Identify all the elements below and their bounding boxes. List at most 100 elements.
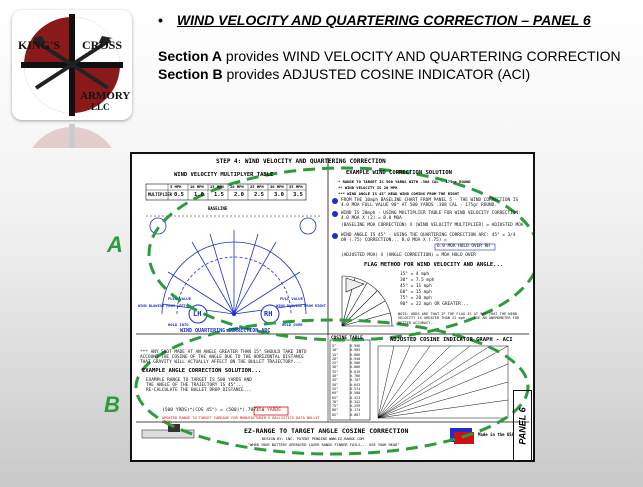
full-value-left: FULL VALUE xyxy=(168,296,191,301)
cosine-row: 80°0.174 xyxy=(332,408,368,412)
cosine-value: 0.906 xyxy=(350,361,361,366)
mult-h6: 30 MPH xyxy=(270,184,284,189)
kings-cross-armory-logo: KING'S CROSS ARMORY LLC xyxy=(12,10,132,120)
cosine-angle: 35° xyxy=(332,369,339,374)
cosine-value: 0.866 xyxy=(350,365,361,370)
cosine-angle: 55° xyxy=(332,386,339,391)
step-3-text: WIND ANGLE IS 45° - USING THE QUARTERING… xyxy=(341,233,516,244)
footer-title: EZ-RANGE TO TARGET ANGLE COSINE CORRECTI… xyxy=(244,427,409,435)
cosine-row: 75°0.259 xyxy=(332,404,368,408)
logo-text-top: KING'S xyxy=(18,38,61,52)
footer-credit: DESIGN BY: INC. PATENT PENDING WWW.EZ-RA… xyxy=(262,437,364,441)
cosine-value: 0.574 xyxy=(350,386,361,391)
angle-updated: UPDATED RANGE TO TARGET YARDAGE FOR MANU… xyxy=(162,416,320,425)
angle-example-1: EXAMPLE RANGE TO TARGET IS 500 YARDS AND xyxy=(146,378,252,383)
cosine-angle: 15° xyxy=(332,352,339,357)
cosine-angle: 40° xyxy=(332,374,339,379)
cosine-angle: 60° xyxy=(332,391,339,396)
mult-v6: 3.0 xyxy=(274,192,284,198)
cosine-row: 25° 0.906 xyxy=(332,361,368,365)
cosine-row: 45° 0.707 xyxy=(332,378,368,382)
mult-h2: 10 MPH xyxy=(190,184,204,189)
panel-side-label: PANEL 6 xyxy=(513,390,532,462)
flag-row-5: 75° = 20 mph xyxy=(400,296,432,301)
cosine-table-title: COSINE TABLE xyxy=(331,336,363,341)
mult-v2: 1.0 xyxy=(194,192,204,198)
cosine-value: 0.940 xyxy=(350,356,361,361)
cosine-value: 0.985 xyxy=(350,348,361,353)
mult-v3: 1.5 xyxy=(214,192,224,198)
flag-row-4: 60° = 15 mph xyxy=(400,290,432,295)
cosine-value: 0.087 xyxy=(350,412,361,417)
mult-v4: 2.0 xyxy=(234,192,244,198)
hold-into: HOLD INTO xyxy=(168,322,189,327)
angle-formula: (500 YRDS)*(COS 45°) = (500)*(.707) = xyxy=(162,408,265,413)
mult-v5: 2.5 xyxy=(254,192,264,198)
flag-row-2: 30° = 7.5 mph xyxy=(400,278,435,283)
panel-drawing xyxy=(134,158,533,456)
flag-row-1: 15° = 4 mph xyxy=(400,272,430,277)
angle-example-2: THE ANGLE OF THE TRAJECTORY IS 45°... xyxy=(146,383,244,388)
cosine-value: 0.966 xyxy=(350,352,361,357)
cosine-angle: 45° xyxy=(332,378,339,383)
cosine-row: 35° 0.819 xyxy=(332,370,368,374)
multiplier-title: WIND VELOCITY MULTIPLYER TABLE xyxy=(174,172,274,178)
wind-from-right: WIND BLOWING FROM RIGHT xyxy=(276,304,326,308)
cosine-value: 0.996 xyxy=(350,344,361,348)
aci-title: ADJUSTED COSINE INDICATOR GRAPH - ACI xyxy=(390,337,513,343)
section-a-label: Section A xyxy=(158,48,223,64)
cosine-angle: 50° xyxy=(332,382,339,387)
cosine-row: 15° 0.966 xyxy=(332,353,368,357)
cosine-row: 5°0.996 xyxy=(332,344,368,348)
logo-text-bottom: ARMORY xyxy=(80,90,131,102)
cosine-angle: 70° xyxy=(332,399,339,404)
cosine-row: 40°0.766 xyxy=(332,374,368,378)
cosine-value: 0.819 xyxy=(350,369,361,374)
panel-side-label-text: PANEL 6 xyxy=(517,407,528,445)
cosine-angle: 30° xyxy=(332,365,339,370)
mult-h4: 20 MPH xyxy=(230,184,244,189)
wind-from-left: WIND BLOWING FROM LEFT xyxy=(138,304,186,308)
slide-title: •WIND VELOCITY AND QUARTERING CORRECTION… xyxy=(158,12,591,28)
example-line-2: ** WIND VELOCITY IS 20 MPH xyxy=(338,185,398,190)
angle-answer: 354 YARDS xyxy=(256,408,281,413)
mult-h7: 35 MPH xyxy=(289,184,303,189)
hold-over: HOLD OVER xyxy=(282,322,303,327)
section-b-marker: B xyxy=(104,392,120,417)
example-line-3: *** WIND ANGLE IS 45° HEAD WIND COMING F… xyxy=(338,191,460,196)
cosine-value: 0.500 xyxy=(350,391,361,396)
rh-label: RH xyxy=(264,310,273,318)
mult-h1: 5 MPH xyxy=(170,184,182,189)
cosine-row: 60° 0.500 xyxy=(332,391,368,395)
cosine-value: 0.423 xyxy=(350,395,361,400)
cosine-angle: 80° xyxy=(332,408,339,413)
flag-note: NOTE: ODDS ARE THAT IF THE FLAG IS AT 90… xyxy=(398,312,520,325)
example-line-1: * RANGE TO TARGET IS 500 YARDS WITH .308… xyxy=(338,179,471,184)
made-in-usa: Made in the USA xyxy=(478,432,515,437)
cosine-row: 50°0.643 xyxy=(332,383,368,387)
quartering-arc-title: WIND QUARTERING CORRECTION ARC xyxy=(180,328,271,334)
lh-label: LH xyxy=(193,310,202,318)
multiplier-row-label: MULTIPLIER xyxy=(148,192,173,197)
full-value-right: FULL VALUE xyxy=(280,296,303,301)
cosine-row: 30° 0.866 xyxy=(332,365,368,369)
cosine-angle: 25° xyxy=(332,361,339,366)
cosine-value: 0.342 xyxy=(350,399,361,404)
section-b-line: Section B provides ADJUSTED COSINE INDIC… xyxy=(158,66,530,82)
cosine-row: 55° 0.574 xyxy=(332,387,368,391)
mult-h5: 25 MPH xyxy=(250,184,264,189)
flag-title: FLAG METHOD FOR WIND VELOCITY AND ANGLE.… xyxy=(364,262,504,268)
step-3-note: (ADJUSTED MOA) X (ANGLE CORRECTION) = MO… xyxy=(341,253,476,258)
step-2-note: (BASELINE MOA CORRECTION) X (WIND VELOCI… xyxy=(341,223,524,228)
section-b-description: provides ADJUSTED COSINE INDICATOR (ACI) xyxy=(222,66,531,82)
section-b-label: Section B xyxy=(158,66,223,82)
step-1-text: FROM THE 10mph BASELINE CHART FROM PANEL… xyxy=(341,198,519,209)
cosine-value: 0.707 xyxy=(350,378,361,383)
mult-v7: 3.5 xyxy=(293,192,303,198)
cosine-row: 85°0.087 xyxy=(332,413,368,417)
logo-text-right: CROSS xyxy=(82,38,123,52)
cosine-row: 70° 0.342 xyxy=(332,400,368,404)
footer-quote: "WHEN YOUR BATTERY OPERATED LASER RANGE … xyxy=(248,443,400,447)
cosine-row: 10°0.985 xyxy=(332,348,368,352)
